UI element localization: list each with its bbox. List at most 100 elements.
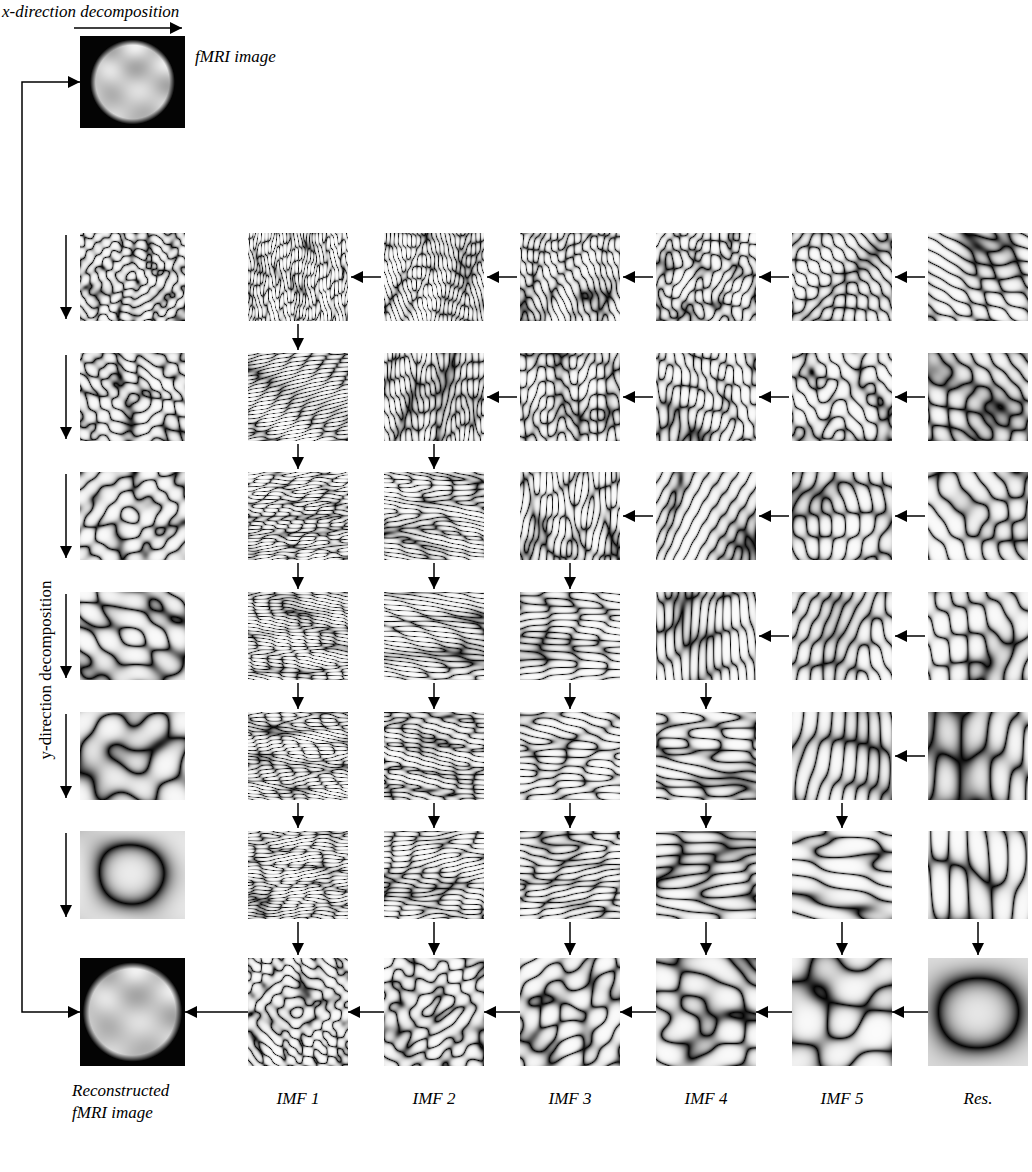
decomposition-arrow	[895, 635, 925, 637]
decomposition-tile	[656, 233, 756, 321]
decomposition-arrow	[569, 683, 571, 709]
decomposition-arrow	[351, 276, 381, 278]
decomposition-arrow	[705, 922, 707, 955]
decomposition-tile	[928, 353, 1028, 441]
decomposition-arrow	[297, 922, 299, 955]
decomposition-tile	[520, 472, 620, 560]
decomposition-tile	[792, 472, 892, 560]
decomposition-tile	[928, 712, 1028, 800]
image-tile	[656, 958, 756, 1066]
image-caption: IMF 3	[502, 1088, 638, 1110]
decomposition-arrow	[841, 922, 843, 955]
image-tile: IMF 2	[384, 958, 484, 1066]
decomposition-arrow	[759, 276, 789, 278]
decomposition-arrow	[297, 324, 299, 350]
decomposition-arrow	[65, 714, 67, 798]
decomposition-arrow	[895, 755, 925, 757]
decomposition-arrow	[433, 444, 435, 469]
image-tile	[792, 958, 892, 1066]
connector-arrow	[348, 1011, 384, 1013]
image-tile: Reconstructed fMRI image	[80, 958, 185, 1066]
decomposition-tile	[384, 472, 484, 560]
decomposition-arrow	[977, 922, 979, 955]
connector-arrow	[22, 82, 80, 1012]
decomposition-tile	[384, 592, 484, 680]
image-tile	[520, 958, 620, 1066]
image-tile	[384, 958, 484, 1066]
image-tile	[80, 958, 185, 1066]
decomposition-tile	[248, 712, 348, 800]
decomposition-arrow	[705, 683, 707, 709]
connector-arrow	[892, 1011, 928, 1013]
decomposition-arrow	[623, 276, 653, 278]
decomposition-tile	[928, 831, 1028, 919]
decomposition-arrow	[759, 396, 789, 398]
decomposition-arrow	[433, 683, 435, 709]
decomposition-tile	[80, 353, 185, 441]
decomposition-tile	[656, 353, 756, 441]
decomposition-tile	[520, 233, 620, 321]
decomposition-tile	[792, 353, 892, 441]
decomposition-tile	[520, 831, 620, 919]
decomposition-arrow	[623, 515, 653, 517]
decomposition-tile	[384, 831, 484, 919]
decomposition-tile	[656, 831, 756, 919]
image-tile: IMF 4	[656, 958, 756, 1066]
axis-label: y-direction decomposition	[36, 581, 56, 760]
decomposition-tile	[80, 233, 185, 321]
decomposition-tile	[80, 472, 185, 560]
image-caption: fMRI image	[195, 46, 276, 68]
decomposition-arrow	[487, 396, 517, 398]
decomposition-tile	[656, 712, 756, 800]
image-tile: IMF 1	[248, 958, 348, 1066]
decomposition-tile	[520, 712, 620, 800]
decomposition-arrow	[895, 396, 925, 398]
decomposition-arrow	[841, 803, 843, 828]
connector-arrow	[185, 1011, 248, 1013]
decomposition-tile	[792, 233, 892, 321]
axis-label: x-direction decomposition	[2, 2, 179, 22]
image-tile	[80, 36, 185, 128]
decomposition-tile	[792, 592, 892, 680]
decomposition-arrow	[65, 833, 67, 917]
decomposition-arrow	[65, 355, 67, 439]
image-caption: IMF 1	[230, 1088, 366, 1110]
decomposition-tile	[80, 592, 185, 680]
image-tile: IMF 3	[520, 958, 620, 1066]
decomposition-arrow	[433, 922, 435, 955]
decomposition-tile	[928, 592, 1028, 680]
decomposition-tile	[248, 353, 348, 441]
decomposition-arrow	[433, 563, 435, 589]
image-tile: fMRI image	[80, 36, 185, 128]
decomposition-arrow	[297, 683, 299, 709]
decomposition-arrow	[759, 635, 789, 637]
decomposition-tile	[248, 831, 348, 919]
image-caption: Reconstructed fMRI image	[72, 1080, 197, 1124]
decomposition-arrow	[433, 803, 435, 828]
decomposition-tile	[80, 831, 185, 919]
decomposition-tile	[928, 233, 1028, 321]
decomposition-arrow	[297, 444, 299, 469]
decomposition-tile	[792, 712, 892, 800]
decomposition-tile	[792, 831, 892, 919]
decomposition-arrow	[569, 563, 571, 589]
decomposition-arrow	[569, 922, 571, 955]
decomposition-tile	[248, 233, 348, 321]
decomposition-arrow	[65, 235, 67, 319]
decomposition-tile	[520, 353, 620, 441]
decomposition-tile	[384, 353, 484, 441]
decomposition-arrow	[623, 396, 653, 398]
decomposition-arrow	[895, 515, 925, 517]
decomposition-arrow	[487, 276, 517, 278]
decomposition-tile	[928, 472, 1028, 560]
decomposition-arrow	[65, 474, 67, 558]
decomposition-tile	[656, 472, 756, 560]
image-caption: IMF 5	[774, 1088, 910, 1110]
decomposition-arrow	[569, 803, 571, 828]
image-tile: Res.	[928, 958, 1028, 1066]
image-caption: Res.	[910, 1088, 1032, 1110]
image-tile	[928, 958, 1028, 1066]
decomposition-arrow	[74, 27, 182, 29]
